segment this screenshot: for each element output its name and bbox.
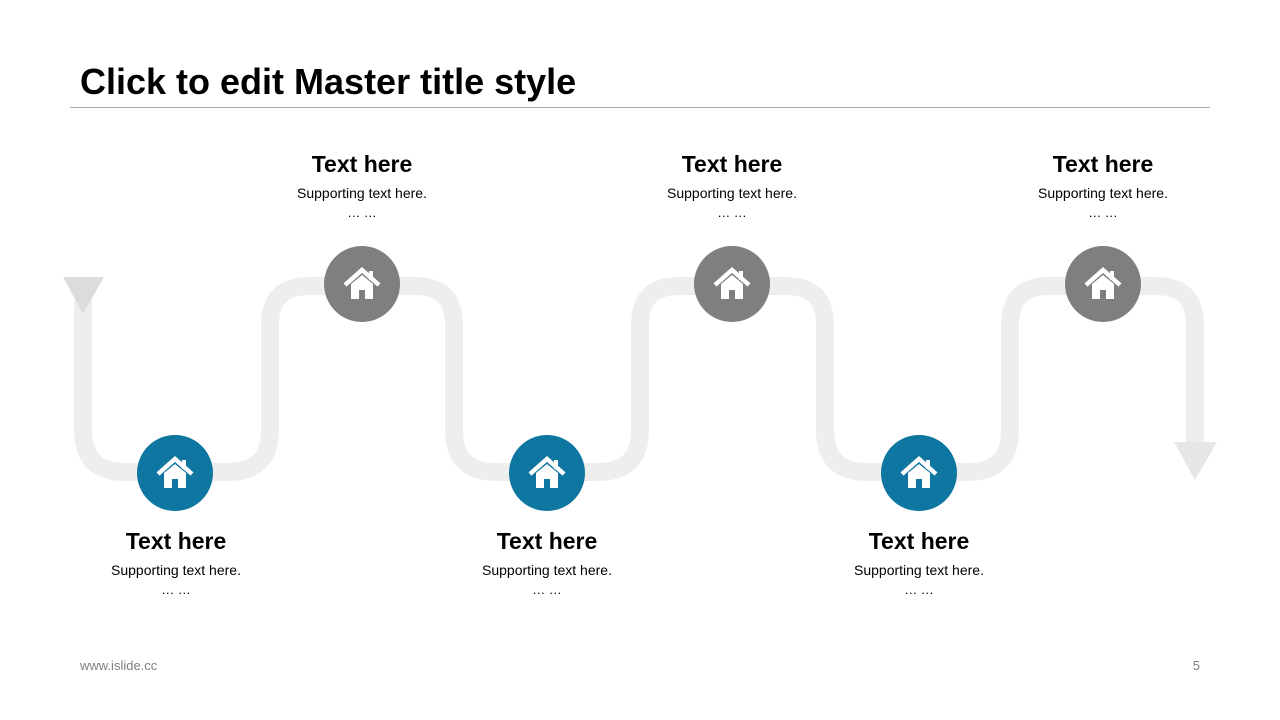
step-5-ellipsis[interactable]: … … [904, 582, 934, 597]
footer-url: www.islide.cc [80, 658, 158, 673]
step-1-ellipsis[interactable]: … … [161, 582, 191, 597]
step-6-ellipsis[interactable]: … … [1088, 205, 1118, 220]
step-2-node[interactable] [324, 246, 400, 322]
step-1-node[interactable] [137, 435, 213, 511]
step-1-supporting-text[interactable]: Supporting text here. [111, 562, 241, 578]
house-icon [343, 266, 381, 299]
step-2-supporting-text[interactable]: Supporting text here. [297, 185, 427, 201]
title-divider [70, 107, 1210, 108]
step-4-supporting-text[interactable]: Supporting text here. [667, 185, 797, 201]
step-4-ellipsis[interactable]: … … [717, 205, 747, 220]
step-4-heading[interactable]: Text here [681, 151, 783, 177]
step-1-heading[interactable]: Text here [125, 528, 227, 554]
house-icon [528, 455, 566, 488]
step-6-node[interactable] [1065, 246, 1141, 322]
step-5-text: Text here Supporting text here. … … [799, 527, 1039, 597]
step-3-heading[interactable]: Text here [496, 528, 598, 554]
step-5-supporting-text[interactable]: Supporting text here. [854, 562, 984, 578]
step-3-text: Text here Supporting text here. … … [427, 527, 667, 597]
page-number: 5 [1192, 658, 1200, 673]
step-5-node[interactable] [881, 435, 957, 511]
house-icon [1084, 266, 1122, 299]
house-icon [713, 266, 751, 299]
step-6-supporting-text[interactable]: Supporting text here. [1038, 185, 1168, 201]
step-4-node[interactable] [694, 246, 770, 322]
step-3-ellipsis[interactable]: … … [532, 582, 562, 597]
slide-title[interactable]: Click to edit Master title style [80, 61, 577, 102]
step-2-text: Text here Supporting text here. … … [242, 150, 482, 220]
start-triangle-icon [63, 277, 104, 314]
house-icon [900, 455, 938, 488]
step-6-heading[interactable]: Text here [1052, 151, 1154, 177]
process-path [74, 277, 1204, 481]
step-4-text: Text here Supporting text here. … … [612, 150, 852, 220]
step-1-text: Text here Supporting text here. … … [56, 527, 296, 597]
step-3-supporting-text[interactable]: Supporting text here. [482, 562, 612, 578]
step-2-ellipsis[interactable]: … … [347, 205, 377, 220]
step-5-heading[interactable]: Text here [868, 528, 970, 554]
end-arrowhead-icon [1174, 442, 1217, 480]
house-icon [156, 455, 194, 488]
step-6-text: Text here Supporting text here. … … [983, 150, 1223, 220]
step-2-heading[interactable]: Text here [311, 151, 413, 177]
step-3-node[interactable] [509, 435, 585, 511]
